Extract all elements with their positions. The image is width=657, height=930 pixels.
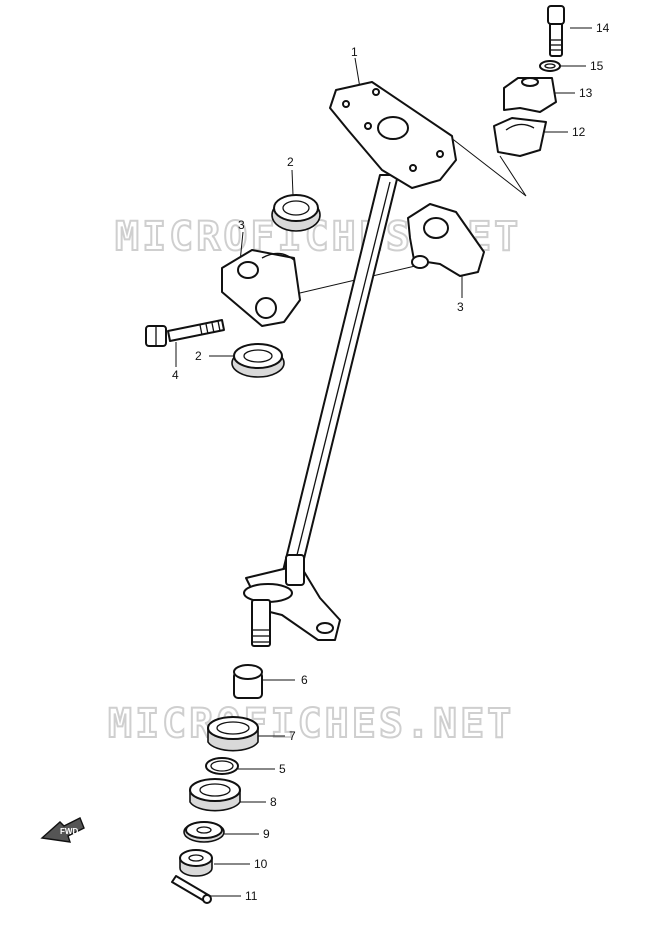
part-2-bushing-lower [231,343,285,378]
part-3-holder-left [221,249,301,327]
callout-6: 6 [301,673,308,687]
callout-1: 1 [351,45,358,59]
callout-11: 11 [245,889,258,903]
part-12-holder-lower [493,117,547,157]
callout-13: 13 [579,86,593,100]
part-9-washer [183,821,225,843]
callout-15: 15 [590,59,604,73]
callout-labels: 1 2 2 3 3 4 5 6 7 8 9 10 11 12 13 14 15 [172,21,610,903]
callout-14: 14 [596,21,610,35]
watermark-bottom: MICROFICHES.NET [108,701,514,747]
part-4-bolt [145,319,225,347]
callout-5: 5 [279,762,286,776]
part-3-holder-right [407,203,485,277]
callout-8: 8 [270,795,277,809]
part-10-nut [179,849,213,877]
callout-2-upper: 2 [287,155,294,169]
callout-4: 4 [172,368,179,382]
part-6-bushing [233,664,263,699]
part-2-bushing-upper [271,194,321,232]
leader-lines [175,27,592,897]
part-14-bolt [547,5,565,57]
callout-3-right: 3 [457,300,464,314]
fwd-label: FWD [60,827,78,836]
part-13-holder-upper [503,77,557,113]
part-5-o-ring [205,757,239,775]
callout-9: 9 [263,827,270,841]
part-11-cotter-pin [171,875,212,904]
part-7-bearing [207,716,259,752]
callout-7: 7 [289,729,296,743]
part-15-washer [539,60,561,72]
part-1-steering-shaft [243,81,457,647]
callout-2-lower: 2 [195,349,202,363]
callout-10: 10 [254,857,268,871]
callout-3-left: 3 [238,218,245,232]
fwd-arrow: FWD [40,817,85,843]
callout-12: 12 [572,125,586,139]
part-8-bearing [189,778,241,812]
